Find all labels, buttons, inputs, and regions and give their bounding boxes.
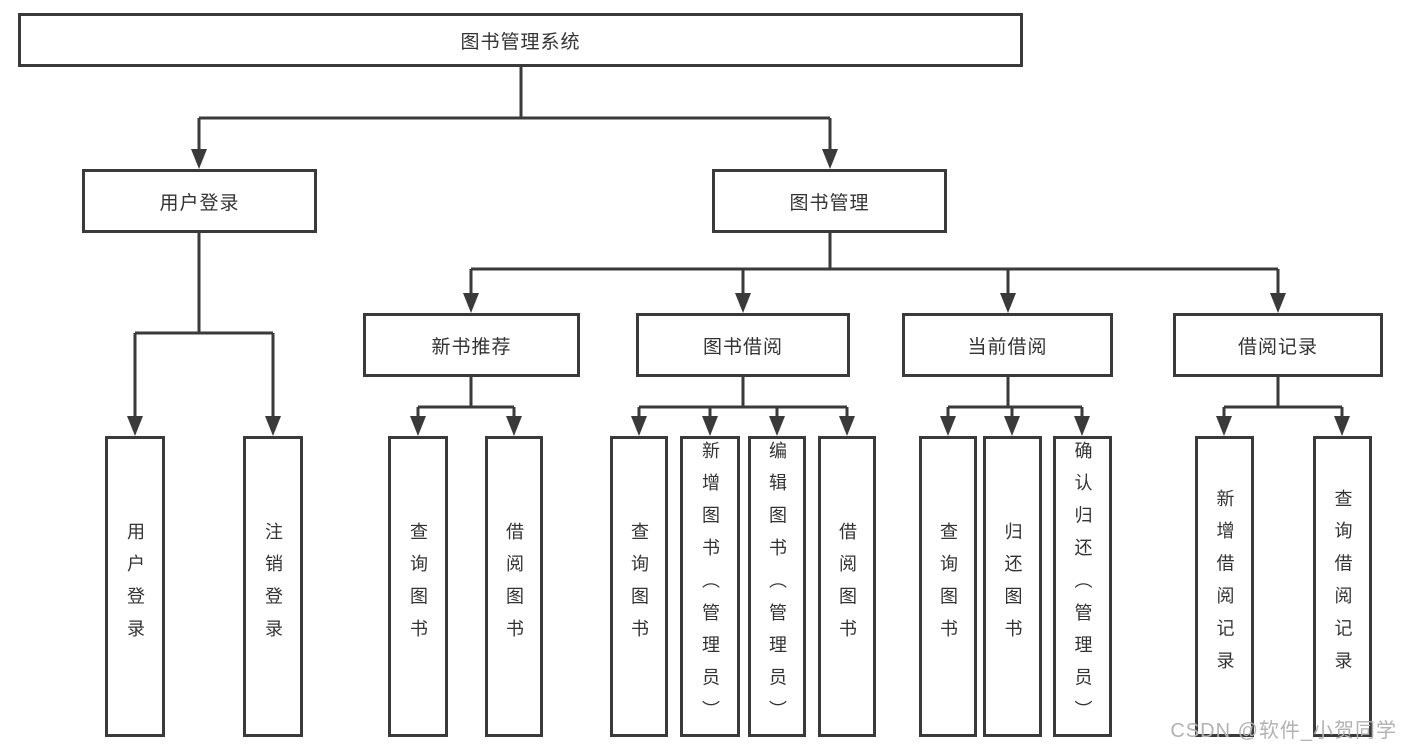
arrowhead-icon [1004, 416, 1020, 436]
arrowhead-icon [769, 416, 785, 436]
leaf-record-query-record: 查询借阅记录 [1313, 436, 1372, 737]
node-book-borrow-label: 图书借阅 [702, 336, 783, 358]
csdn-watermark: CSDN @软件_小贺同学 [1170, 720, 1397, 742]
leaf-user-login: 用户登录 [105, 436, 165, 737]
arrowhead-icon [127, 416, 143, 436]
node-borrow-record: 借阅记录 [1173, 313, 1383, 377]
arrowhead-icon [506, 416, 522, 436]
leaf-current-confirm-return-admin-label: 确认归还（管理员） [1072, 440, 1093, 733]
leaf-borrow-query-book: 查询图书 [610, 436, 668, 737]
leaf-logout-label: 注销登录 [263, 521, 283, 652]
node-borrow-record-label: 借阅记录 [1237, 336, 1318, 358]
leaf-borrow-edit-book-admin: 编辑图书（管理员） [748, 436, 806, 737]
node-user-login-label: 用户登录 [159, 192, 240, 214]
arrowhead-icon [735, 293, 751, 313]
arrowhead-icon [822, 149, 838, 169]
arrowhead-icon [1216, 416, 1232, 436]
arrowhead-icon [702, 416, 718, 436]
leaf-current-return-book: 归还图书 [983, 436, 1042, 737]
arrowhead-icon [191, 149, 207, 169]
leaf-record-add-record: 新增借阅记录 [1195, 436, 1254, 737]
leaf-recommend-query-book-label: 查询图书 [408, 521, 428, 652]
leaf-record-query-record-label: 查询借阅记录 [1332, 489, 1353, 684]
leaf-borrow-borrow-book-label: 借阅图书 [837, 521, 857, 652]
node-current-borrow: 当前借阅 [902, 313, 1113, 377]
leaf-recommend-query-book: 查询图书 [388, 436, 448, 737]
node-book-management-label: 图书管理 [789, 192, 870, 214]
arrowhead-icon [1074, 416, 1090, 436]
arrowhead-icon [1334, 416, 1350, 436]
arrowhead-icon [631, 416, 647, 436]
node-new-book-recommend-label: 新书推荐 [431, 336, 512, 358]
arrowhead-icon [940, 416, 956, 436]
node-user-login: 用户登录 [82, 169, 317, 233]
leaf-borrow-query-book-label: 查询图书 [629, 521, 649, 652]
arrowhead-icon [1270, 293, 1286, 313]
leaf-user-login-label: 用户登录 [125, 521, 145, 652]
leaf-current-return-book-label: 归还图书 [1002, 521, 1023, 652]
leaf-recommend-borrow-book-label: 借阅图书 [504, 521, 524, 652]
leaf-current-query-book-label: 查询图书 [938, 521, 958, 652]
arrowhead-icon [463, 293, 479, 313]
arrowhead-icon [839, 416, 855, 436]
node-current-borrow-label: 当前借阅 [967, 336, 1048, 358]
arrowhead-icon [265, 416, 281, 436]
arrowhead-icon [1000, 293, 1016, 313]
leaf-current-query-book: 查询图书 [919, 436, 977, 737]
leaf-record-add-record-label: 新增借阅记录 [1214, 489, 1235, 684]
leaf-borrow-borrow-book: 借阅图书 [818, 436, 876, 737]
leaf-logout: 注销登录 [243, 436, 303, 737]
node-book-management: 图书管理 [712, 169, 947, 233]
leaf-borrow-add-book-admin-label: 新增图书（管理员） [700, 440, 720, 733]
node-root-system: 图书管理系统 [18, 13, 1023, 67]
leaf-recommend-borrow-book: 借阅图书 [485, 436, 543, 737]
leaf-borrow-edit-book-admin-label: 编辑图书（管理员） [767, 440, 787, 733]
node-new-book-recommend: 新书推荐 [363, 313, 580, 377]
node-book-borrow: 图书借阅 [636, 313, 850, 377]
node-root-label: 图书管理系统 [460, 31, 581, 53]
leaf-borrow-add-book-admin: 新增图书（管理员） [680, 436, 740, 737]
arrowhead-icon [410, 416, 426, 436]
leaf-current-confirm-return-admin: 确认归还（管理员） [1053, 436, 1112, 737]
